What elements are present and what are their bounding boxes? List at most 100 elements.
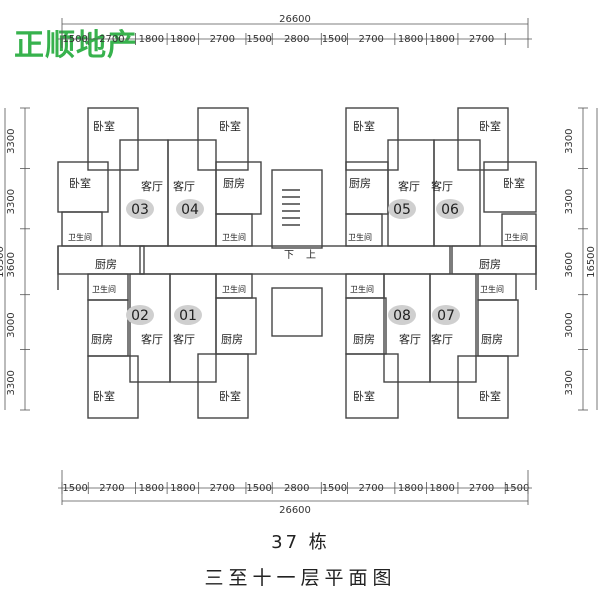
room-kitchen [477, 299, 519, 357]
room-bedroom [197, 353, 249, 419]
label-bedroom: 卧室 [93, 389, 115, 403]
label-bedroom: 卧室 [353, 119, 375, 133]
top-dim-label: 1500 [246, 34, 271, 45]
unit-number-badge [176, 199, 204, 219]
label-bathroom: 卫生间 [350, 284, 374, 294]
right-dim-label: 3300 [564, 370, 575, 395]
label-bedroom: 卧室 [479, 119, 501, 133]
label-kitchen: 厨房 [349, 177, 371, 190]
corridor [139, 245, 451, 275]
room-bathroom [345, 213, 383, 247]
bottom-dim-label: 2700 [469, 483, 494, 494]
left-dim-label: 3300 [6, 370, 17, 395]
bottom-dim-label: 1500 [62, 483, 87, 494]
top-dim-label: 2700 [210, 34, 235, 45]
label-bathroom: 卫生间 [68, 232, 92, 242]
bottom-dim-label: 1500 [246, 483, 271, 494]
label-bedroom: 卧室 [479, 389, 501, 403]
top-dim-label: 1800 [139, 34, 164, 45]
building-caption: 37 栋 [271, 532, 330, 553]
unit-number-label: 02 [131, 308, 149, 324]
room-living [167, 139, 217, 247]
dimension-lines: 26600 1500 2700 1800 1800 2700 1500 2800 1500 270… [0, 14, 598, 516]
label-bathroom: 卫生间 [92, 284, 116, 294]
label-bathroom: 卫生间 [504, 232, 528, 242]
room-living [169, 273, 217, 383]
bottom-dim-label: 2700 [358, 483, 383, 494]
room-bedroom [345, 353, 399, 419]
bottom-dim-label: 1800 [139, 483, 164, 494]
room-bedroom [457, 107, 509, 171]
room-living [433, 139, 481, 247]
overall-top-label: 26600 [279, 14, 311, 25]
label-kitchen: 厨房 [91, 333, 113, 346]
room-living [387, 139, 435, 247]
room-bedroom [87, 107, 139, 171]
unit-number-label: 01 [179, 308, 197, 324]
unit-number-badge [174, 305, 202, 325]
label-bedroom: 卧室 [219, 389, 241, 403]
top-dim-label: 2700 [99, 34, 124, 45]
label-living: 客厅 [399, 332, 421, 346]
room-bedroom [87, 355, 139, 419]
room-bedroom [483, 161, 537, 213]
top-dim-label: 1800 [398, 34, 423, 45]
label-bathroom: 卫生间 [222, 284, 246, 294]
top-dim-label: 2800 [284, 34, 309, 45]
bottom-dim-label: 1500 [504, 483, 529, 494]
elevator-lobby [271, 287, 323, 337]
left-dim-label: 3000 [6, 312, 17, 337]
room-living [129, 273, 171, 383]
unit-number-badge [388, 199, 416, 219]
unit-number-label: 06 [441, 202, 459, 218]
top-dim-label: 1500 [62, 34, 87, 45]
room-bedroom [345, 107, 399, 171]
overall-left-label: 16500 [0, 246, 6, 278]
right-dim-label: 3000 [564, 312, 575, 337]
label-kitchen: 厨房 [95, 258, 117, 271]
top-dim-label: 2700 [358, 34, 383, 45]
room-labels: 卧室卧室卧室客厅客厅厨房卫生间卫生间厨房卫生间卫生间厨房厨房客厅客厅卧室卧室卧室… [68, 119, 528, 403]
bottom-dim-label: 1800 [429, 483, 454, 494]
label-living: 客厅 [141, 332, 163, 346]
room-living [383, 273, 431, 383]
bottom-dim-label: 1800 [398, 483, 423, 494]
bottom-dim-label: 1500 [322, 483, 347, 494]
label-kitchen: 厨房 [479, 258, 501, 271]
label-bedroom: 卧室 [93, 119, 115, 133]
label-bathroom: 卫生间 [480, 284, 504, 294]
label-kitchen: 厨房 [221, 333, 243, 346]
unit-number-label: 07 [437, 308, 455, 324]
top-dim-label: 1800 [170, 34, 195, 45]
left-dim-label: 3600 [6, 252, 17, 277]
right-dim-label: 3600 [564, 252, 575, 277]
label-living: 客厅 [398, 179, 420, 193]
stair-core [271, 169, 323, 249]
label-living: 客厅 [431, 332, 453, 346]
top-dim-label: 1500 [322, 34, 347, 45]
unit-number-label: 05 [393, 202, 411, 218]
overall-right-label: 16500 [586, 246, 597, 278]
floor-caption: 三至十一层平面图 [204, 567, 397, 589]
label-bedroom: 卧室 [503, 176, 525, 190]
bottom-dim-label: 2700 [210, 483, 235, 494]
label-bedroom: 卧室 [219, 119, 241, 133]
bottom-dim-label: 2800 [284, 483, 309, 494]
left-dim-label: 3300 [6, 128, 17, 153]
label-bathroom: 卫生间 [222, 232, 246, 242]
label-bedroom: 卧室 [69, 176, 91, 190]
room-living [429, 273, 477, 383]
label-living: 客厅 [431, 179, 453, 193]
label-bathroom: 卫生间 [348, 232, 372, 242]
unit-number-badge [126, 305, 154, 325]
label-kitchen: 厨房 [353, 333, 375, 346]
unit-number-badge [436, 199, 464, 219]
overall-bottom-label: 26600 [279, 505, 311, 516]
unit-number-badge [432, 305, 460, 325]
room-living [119, 139, 169, 247]
bottom-dim-label: 1800 [170, 483, 195, 494]
label-kitchen: 厨房 [481, 333, 503, 346]
watermark-logo: 正顺地产 [14, 28, 138, 63]
unit-number-badge [126, 199, 154, 219]
unit-number-label: 04 [181, 202, 199, 218]
